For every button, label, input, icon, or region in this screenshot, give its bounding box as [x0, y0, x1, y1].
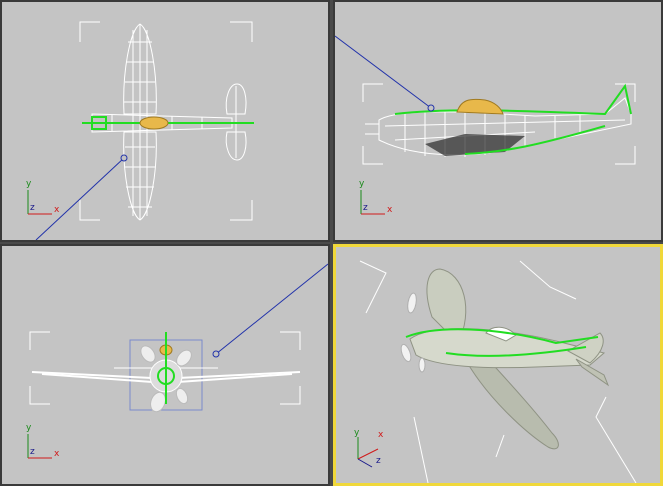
viewport-top[interactable]: y z x — [0, 0, 330, 242]
axis-z-label: z — [363, 203, 368, 213]
axis-tripod — [27, 190, 52, 215]
left-view-canvas — [335, 35, 636, 215]
left-canopy — [456, 98, 504, 115]
persp-upper-wing — [426, 268, 467, 344]
axis-y-label: y — [354, 428, 360, 438]
axis-z-label: z — [376, 456, 381, 466]
camera-target-icon[interactable] — [120, 154, 128, 162]
camera-line — [215, 263, 328, 355]
camera-line — [35, 157, 125, 240]
axis-y-label: y — [26, 179, 32, 189]
persp-horizontal-tail — [575, 358, 610, 387]
axis-y-label: y — [359, 179, 365, 189]
front-selected-outline — [157, 332, 175, 404]
axis-x-label: x — [54, 449, 60, 459]
front-view-canvas — [27, 263, 328, 459]
perspective-view-canvas — [357, 260, 637, 483]
selection-brackets — [29, 331, 301, 405]
axis-tripod — [357, 437, 379, 468]
top-view-canvas — [27, 21, 254, 240]
camera-target-icon[interactable] — [427, 104, 435, 112]
viewport-perspective[interactable]: y x z — [333, 244, 663, 486]
persp-selected-outline — [405, 328, 599, 357]
front-propeller-blades — [140, 345, 192, 413]
persp-propeller — [400, 292, 426, 373]
axis-z-label: z — [30, 447, 35, 457]
top-canopy — [139, 116, 169, 130]
camera-line — [335, 35, 432, 109]
selection-brackets — [362, 83, 636, 165]
selection-brackets — [79, 21, 253, 221]
axis-x-label: x — [378, 430, 384, 440]
axis-tripod — [360, 190, 385, 215]
axis-x-label: x — [387, 205, 393, 215]
axis-z-label: z — [30, 203, 35, 213]
axis-x-label: x — [54, 205, 60, 215]
axis-tripod — [27, 434, 52, 459]
viewport-left[interactable]: y z x — [333, 0, 663, 242]
viewport-front[interactable]: y z x — [0, 244, 330, 486]
persp-lower-wing — [463, 356, 559, 450]
camera-target-icon[interactable] — [212, 350, 220, 358]
selection-brackets — [359, 260, 637, 483]
axis-y-label: y — [26, 423, 32, 433]
